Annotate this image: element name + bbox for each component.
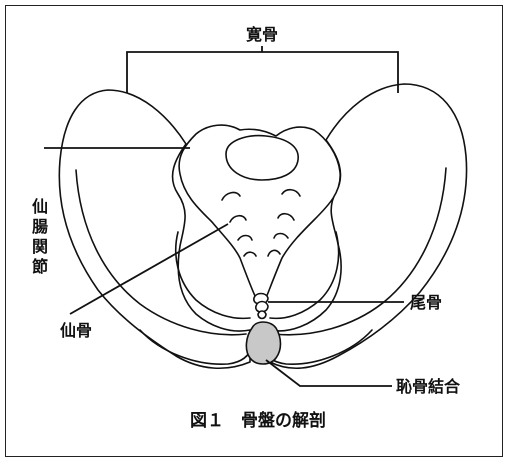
label-sacroiliac-joint-2: 腸 [32,217,48,236]
label-sacroiliac-joint-3: 関 [32,237,48,256]
label-coccyx: 尾骨 [410,293,442,312]
label-sacroiliac-joint-1: 仙 [32,197,48,216]
label-sacrum: 仙骨 [60,321,92,340]
pubic-symphysis-shape [246,322,280,364]
label-sacroiliac-joint-4: 節 [31,257,48,276]
label-ilium: 寛骨 [246,25,278,44]
coccyx-bone [254,294,268,319]
sacral-promontory [226,136,298,180]
ilium-bracket [127,52,398,93]
figure-caption: 図１ 骨盤の解剖 [190,410,326,431]
label-pubic-symphysis: 恥骨結合 [396,377,461,396]
